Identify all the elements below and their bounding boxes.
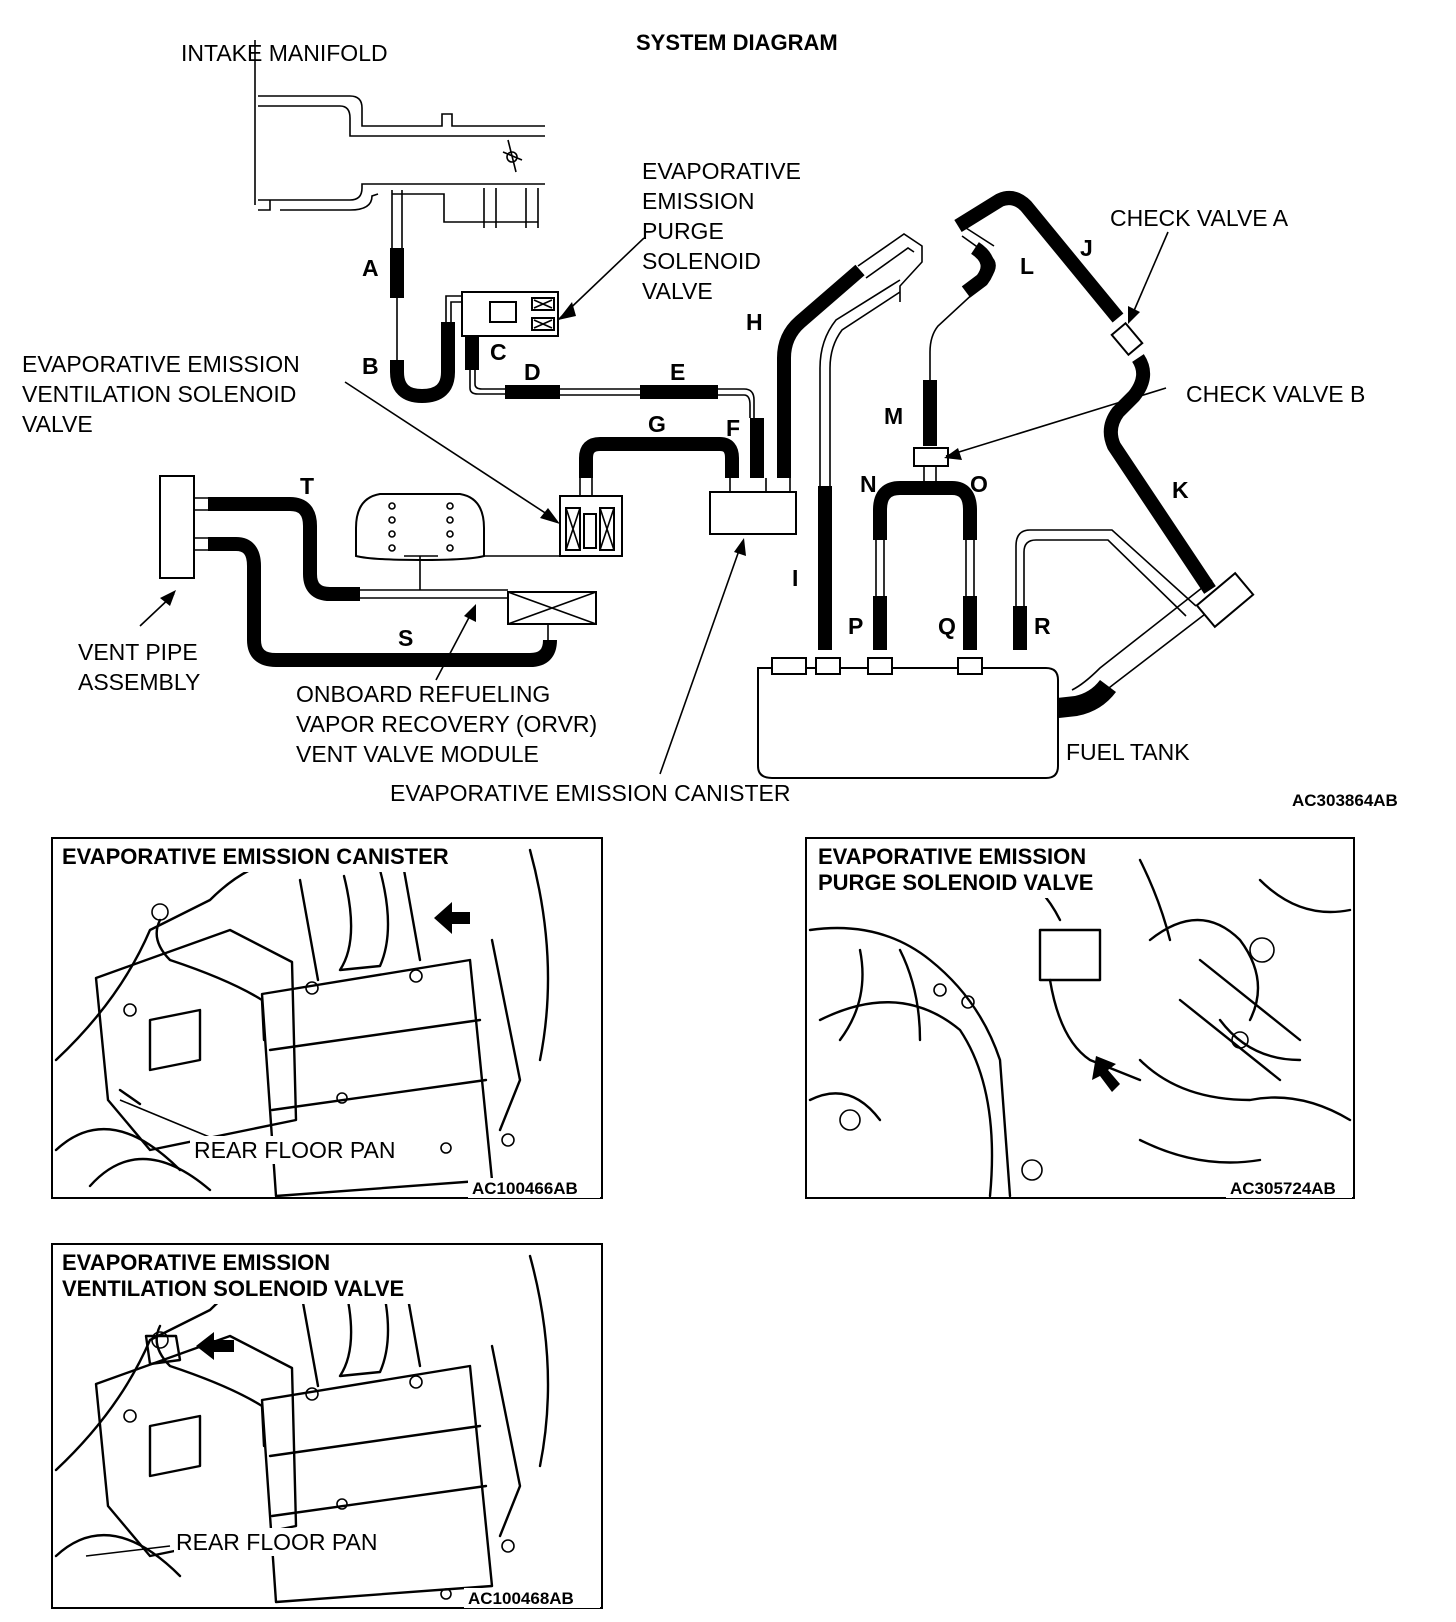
hose-h bbox=[777, 264, 865, 478]
check-valve-b bbox=[913, 447, 949, 467]
hose-l bbox=[961, 242, 995, 298]
ventilation-valve-label: EVAPORATIVE EMISSION VENTILATION SOLENOI… bbox=[22, 351, 300, 437]
svg-text:K: K bbox=[1172, 477, 1189, 503]
svg-text:EVAPORATIVE EMISSION: EVAPORATIVE EMISSION bbox=[22, 351, 300, 377]
svg-text:A: A bbox=[362, 255, 379, 281]
hose-s bbox=[208, 537, 557, 667]
svg-text:ASSEMBLY: ASSEMBLY bbox=[78, 669, 200, 695]
purge-solenoid-valve bbox=[461, 291, 559, 337]
canister-label: EVAPORATIVE EMISSION CANISTER bbox=[390, 780, 790, 806]
svg-text:VALVE: VALVE bbox=[22, 411, 93, 437]
hose-letter-labels: A B C D E F G H I J K L M N O P Q R S T bbox=[300, 235, 1189, 651]
purge-line bbox=[390, 248, 764, 478]
hose-k bbox=[1103, 354, 1216, 594]
hose-g bbox=[579, 437, 739, 478]
intake-manifold-label: INTAKE MANIFOLD bbox=[181, 40, 388, 66]
system-diagram: SYSTEM DIAGRAM INTAKE MANIFOLD bbox=[22, 30, 1398, 810]
svg-text:F: F bbox=[726, 415, 740, 441]
svg-text:EMISSION: EMISSION bbox=[642, 188, 754, 214]
svg-text:D: D bbox=[524, 359, 541, 385]
svg-text:T: T bbox=[300, 473, 314, 499]
fuel-tank-label: FUEL TANK bbox=[1066, 739, 1190, 765]
vent-valve-leader bbox=[344, 381, 557, 521]
svg-text:SOLENOID: SOLENOID bbox=[642, 248, 761, 274]
check-valve-a bbox=[1110, 321, 1144, 357]
svg-text:VENTILATION SOLENOID: VENTILATION SOLENOID bbox=[22, 381, 296, 407]
fuel-tank bbox=[757, 657, 1059, 779]
panel-vent-title-1: EVAPORATIVE EMISSION bbox=[62, 1250, 330, 1275]
panel-vent-callout: REAR FLOOR PAN bbox=[176, 1529, 378, 1555]
panel-purge-valve: EVAPORATIVE EMISSION PURGE SOLENOID VALV… bbox=[805, 837, 1355, 1199]
svg-text:I: I bbox=[792, 565, 798, 591]
svg-text:VENT VALVE MODULE: VENT VALVE MODULE bbox=[296, 741, 539, 767]
panel-purge-title-2: PURGE SOLENOID VALVE bbox=[818, 870, 1093, 895]
check-valve-a-label: CHECK VALVE A bbox=[1110, 205, 1289, 231]
svg-text:P: P bbox=[848, 613, 863, 639]
svg-text:E: E bbox=[670, 359, 685, 385]
svg-text:Q: Q bbox=[938, 613, 956, 639]
hose-t bbox=[208, 497, 360, 601]
svg-text:S: S bbox=[398, 625, 413, 651]
panel-canister-callout: REAR FLOOR PAN bbox=[194, 1137, 396, 1163]
svg-text:PURGE: PURGE bbox=[642, 218, 724, 244]
panel-purge-title-1: EVAPORATIVE EMISSION bbox=[818, 844, 1086, 869]
svg-text:VENT PIPE: VENT PIPE bbox=[78, 639, 198, 665]
svg-text:R: R bbox=[1034, 613, 1051, 639]
hose-j bbox=[954, 191, 1124, 323]
vent-pipe-assembly bbox=[159, 475, 195, 579]
diagram-code: AC303864AB bbox=[1292, 791, 1398, 810]
svg-text:L: L bbox=[1020, 253, 1034, 279]
panel-canister-title: EVAPORATIVE EMISSION CANISTER bbox=[62, 844, 449, 869]
svg-text:EVAPORATIVE: EVAPORATIVE bbox=[642, 158, 801, 184]
diagram-title: SYSTEM DIAGRAM bbox=[636, 30, 838, 55]
svg-text:G: G bbox=[648, 411, 666, 437]
panel-vent-code: AC100468AB bbox=[468, 1589, 574, 1608]
panel-purge-code: AC305724AB bbox=[1230, 1179, 1336, 1198]
svg-text:VAPOR RECOVERY (ORVR): VAPOR RECOVERY (ORVR) bbox=[296, 711, 597, 737]
svg-text:VALVE: VALVE bbox=[642, 278, 713, 304]
ventilation-solenoid-valve bbox=[559, 478, 623, 557]
svg-text:M: M bbox=[884, 403, 903, 429]
svg-text:B: B bbox=[362, 353, 379, 379]
svg-text:ONBOARD REFUELING: ONBOARD REFUELING bbox=[296, 681, 550, 707]
orvr-label: ONBOARD REFUELING VAPOR RECOVERY (ORVR) … bbox=[296, 681, 597, 767]
svg-text:O: O bbox=[970, 471, 988, 497]
panel-vent-title-2: VENTILATION SOLENOID VALVE bbox=[62, 1276, 404, 1301]
panel-canister: EVAPORATIVE EMISSION CANISTER REAR FLOOR… bbox=[51, 837, 603, 1199]
panel-canister-code: AC100466AB bbox=[472, 1179, 578, 1198]
intake-manifold bbox=[254, 40, 545, 250]
hose-n bbox=[873, 481, 930, 540]
tank-inlet-hose bbox=[1056, 679, 1116, 718]
check-valve-b-label: CHECK VALVE B bbox=[1186, 381, 1365, 407]
vent-pipe-label: VENT PIPE ASSEMBLY bbox=[78, 639, 200, 695]
purge-valve-label: EVAPORATIVE EMISSION PURGE SOLENOID VALV… bbox=[642, 158, 801, 304]
svg-text:H: H bbox=[746, 309, 763, 335]
svg-text:J: J bbox=[1080, 235, 1093, 261]
panel-vent-valve: EVAPORATIVE EMISSION VENTILATION SOLENOI… bbox=[51, 1243, 603, 1609]
orvr-vent-valve-module bbox=[355, 493, 597, 640]
svg-text:C: C bbox=[490, 339, 507, 365]
hose-o bbox=[930, 481, 977, 540]
canister-body bbox=[709, 491, 797, 535]
svg-text:N: N bbox=[860, 471, 877, 497]
